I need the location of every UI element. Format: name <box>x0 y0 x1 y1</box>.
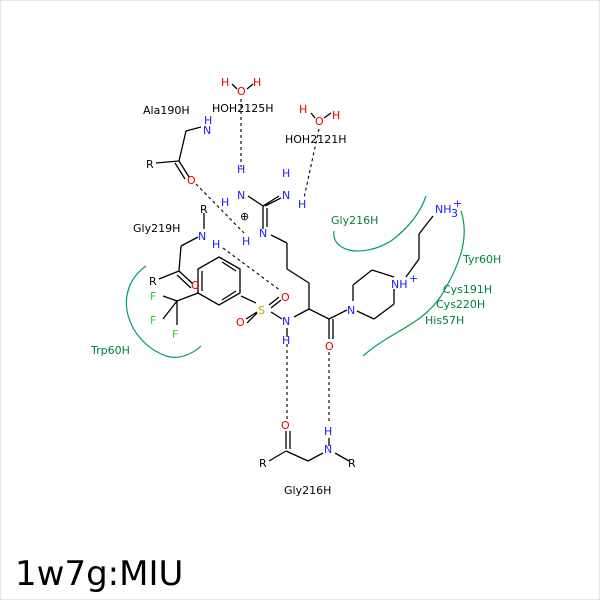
atoms: O H H O H H N H R O H N H H N H ⊕ N H R … <box>146 76 462 470</box>
trp60-arc <box>125 265 202 358</box>
tyr60-arc <box>362 210 465 357</box>
svg-text:H: H <box>204 114 212 127</box>
svg-text:O: O <box>237 85 246 98</box>
gly219-label: Gly219H <box>133 222 180 235</box>
svg-text:F: F <box>150 314 156 327</box>
svg-text:R: R <box>200 203 208 216</box>
svg-text:NH: NH <box>391 278 408 291</box>
svg-text:R: R <box>149 275 157 288</box>
svg-text:N: N <box>237 189 245 202</box>
tyr60-label: Tyr60H <box>462 253 501 266</box>
svg-text:F: F <box>150 290 156 303</box>
gly216-top-label: Gly216H <box>331 214 378 227</box>
svg-text:NH: NH <box>435 203 452 216</box>
diagram-title: 1w7g:MIU <box>15 554 183 594</box>
svg-text:N: N <box>203 124 211 137</box>
svg-text:H: H <box>237 163 245 176</box>
svg-text:R: R <box>348 457 356 470</box>
ala190-label: Ala190H <box>143 104 190 117</box>
svg-text:N: N <box>282 315 290 328</box>
cys191-label: Cys191H <box>443 283 492 296</box>
svg-text:O: O <box>325 340 334 353</box>
svg-text:H: H <box>221 76 229 89</box>
hoh2125-label: HOH2125H <box>212 102 273 115</box>
gly216-bottom-label: Gly216H <box>284 484 331 497</box>
svg-text:O: O <box>236 316 245 329</box>
svg-text:R: R <box>259 457 267 470</box>
svg-text:H: H <box>212 238 220 251</box>
svg-text:H: H <box>253 76 261 89</box>
svg-text:R: R <box>146 158 154 171</box>
trp60-label: Trp60H <box>90 344 130 357</box>
his57-label: His57H <box>425 314 464 327</box>
svg-text:N: N <box>324 443 332 456</box>
svg-text:+: + <box>453 197 462 210</box>
svg-text:H: H <box>242 235 250 248</box>
svg-text:H: H <box>332 109 340 122</box>
svg-text:O: O <box>191 279 200 292</box>
svg-text:S: S <box>258 304 265 317</box>
svg-text:H: H <box>299 103 307 116</box>
svg-text:H: H <box>298 198 306 211</box>
svg-text:H: H <box>324 425 332 438</box>
svg-text:⊕: ⊕ <box>240 210 249 223</box>
svg-text:H: H <box>282 167 290 180</box>
svg-text:3: 3 <box>451 207 458 220</box>
svg-text:H: H <box>282 334 290 347</box>
svg-text:N: N <box>259 227 267 240</box>
svg-text:O: O <box>315 115 324 128</box>
hydrogen-bonds <box>195 99 330 423</box>
svg-text:+: + <box>409 272 418 285</box>
svg-text:F: F <box>172 328 178 341</box>
gly216-top-arc <box>333 195 427 252</box>
svg-text:N: N <box>347 304 355 317</box>
svg-text:H: H <box>221 196 229 209</box>
svg-text:N: N <box>198 230 206 243</box>
hoh2121-label: HOH2121H <box>285 133 346 146</box>
svg-text:O: O <box>187 174 196 187</box>
svg-text:N: N <box>282 189 290 202</box>
svg-text:O: O <box>281 419 290 432</box>
cys220-label: Cys220H <box>436 298 485 311</box>
svg-text:O: O <box>281 291 290 304</box>
bonds <box>155 83 434 462</box>
